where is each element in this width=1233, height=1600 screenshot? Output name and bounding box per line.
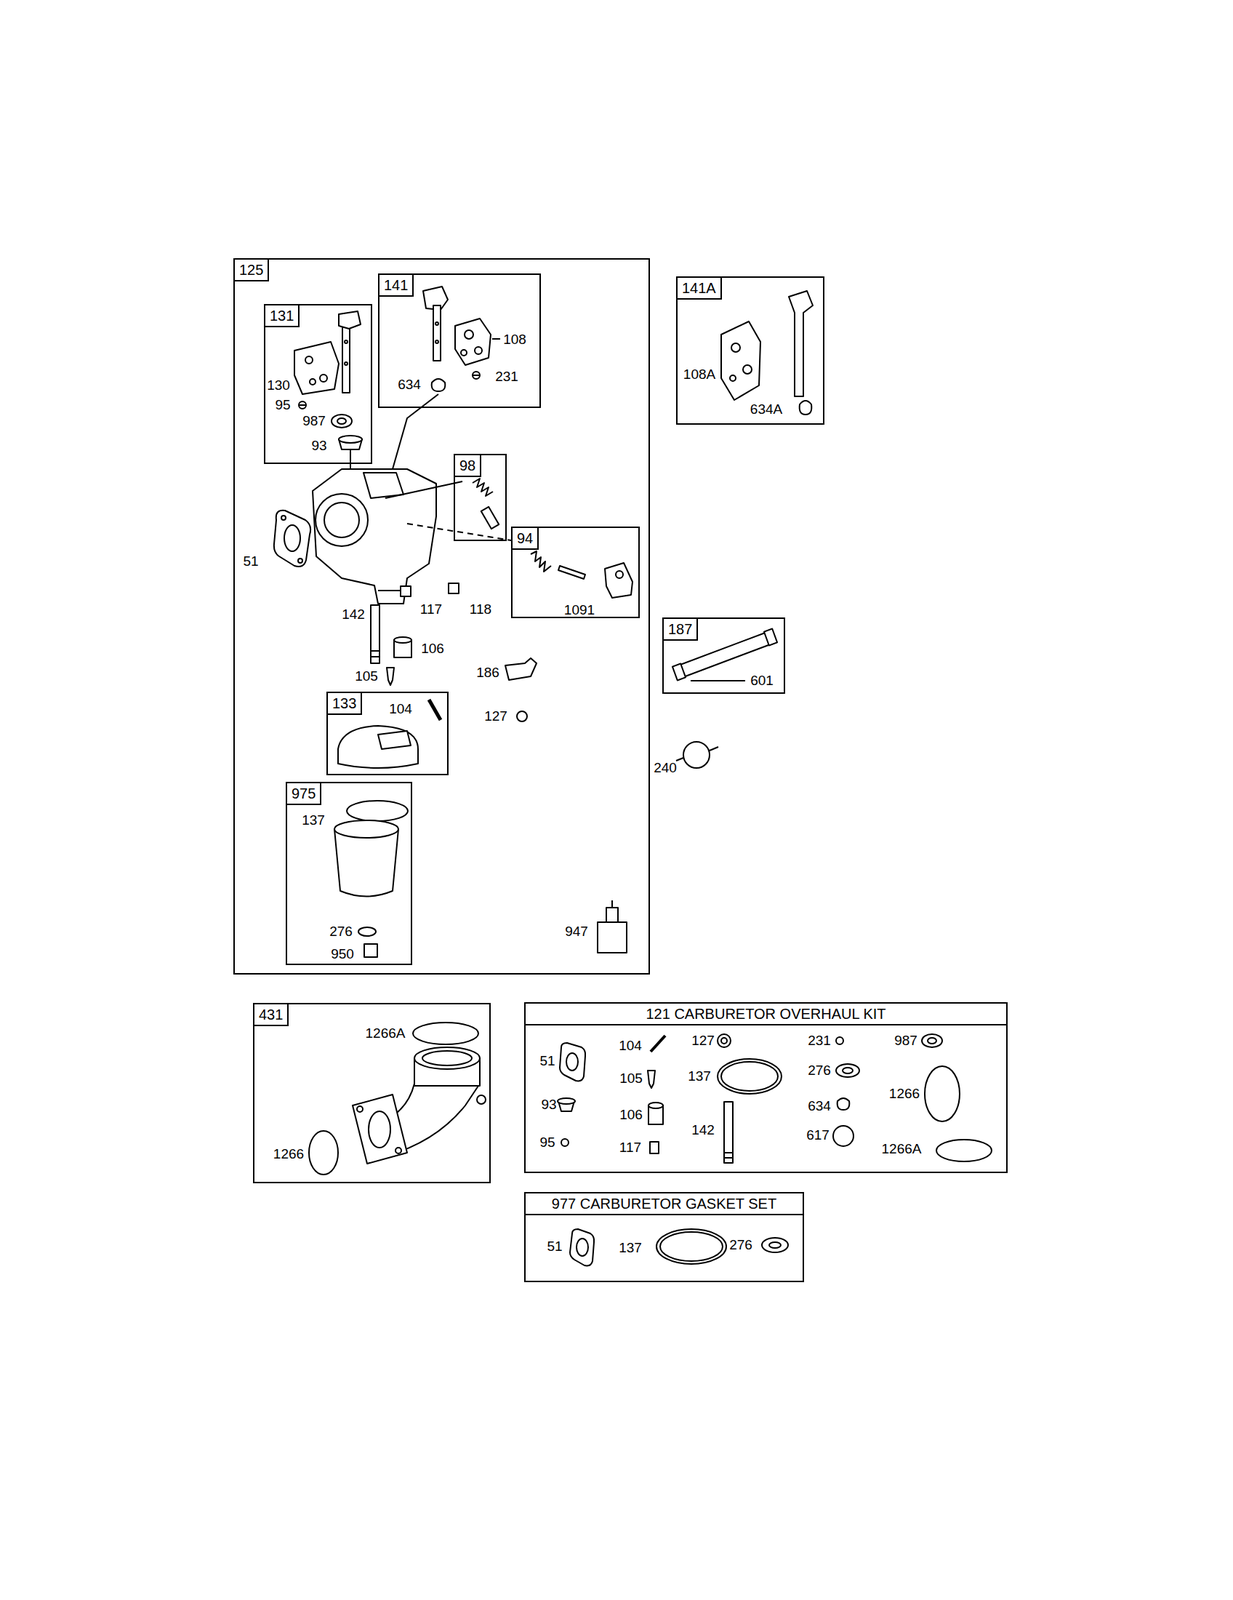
callout-number: 108A (683, 367, 716, 382)
group-heading: 431 (254, 1003, 289, 1026)
kit-box: 121 CARBURETOR OVERHAUL KIT (524, 1001, 1008, 1173)
callout-number: 950 (330, 946, 355, 962)
gasket (274, 510, 311, 567)
part-group-box: 133 (326, 691, 449, 775)
callout-number: 634 (397, 377, 421, 392)
group-heading: 131 (265, 305, 300, 328)
callout-number: 634 (807, 1098, 831, 1114)
kit-box: 977 CARBURETOR GASKET SET (524, 1191, 805, 1282)
callout-number: 276 (329, 924, 353, 939)
group-heading: 141A (677, 277, 722, 300)
group-heading: 141 (379, 274, 414, 297)
callout-number: 240 (653, 760, 677, 775)
callout-number: 1266A (365, 1025, 406, 1041)
callout-number: 117 (619, 1139, 642, 1155)
callout-number: 93 (311, 438, 327, 453)
callout-number: 104 (618, 1038, 642, 1053)
callout-number: 137 (618, 1240, 642, 1255)
callout-number: 947 (564, 924, 589, 939)
callout-number: 104 (388, 701, 413, 717)
callout-number: 634A (750, 402, 783, 417)
callout-number: 601 (750, 673, 774, 688)
group-heading: 125 (234, 259, 269, 282)
callout-number: 95 (274, 397, 291, 413)
group-heading: 975 (287, 782, 322, 805)
callout-number: 105 (619, 1070, 643, 1086)
callout-number: 106 (619, 1107, 643, 1122)
callout-number: 118 (469, 601, 492, 617)
group-heading: 977 CARBURETOR GASKET SET (525, 1193, 803, 1215)
mixture-screw (530, 551, 633, 598)
callout-number: 108 (503, 332, 527, 347)
callout-number: 51 (539, 1053, 555, 1068)
choke-lever (721, 290, 813, 415)
callout-number: 231 (807, 1033, 831, 1048)
callout-number: 231 (495, 369, 519, 384)
callout-number: 1266A (881, 1141, 922, 1156)
jets (370, 604, 537, 722)
callout-number: 95 (539, 1134, 555, 1150)
callout-number: 93 (540, 1097, 557, 1112)
group-heading: 133 (327, 692, 363, 715)
callout-number: 127 (484, 708, 508, 724)
callout-number: 127 (691, 1033, 715, 1048)
callout-number: 137 (687, 1068, 712, 1084)
throttle-shaft (294, 311, 363, 450)
callout-number: 142 (341, 607, 365, 622)
callout-number: 276 (807, 1062, 831, 1078)
carburetor-body (312, 449, 525, 604)
callout-number: 137 (301, 812, 325, 828)
callout-number: 51 (242, 553, 259, 569)
intake-elbow (308, 1022, 486, 1175)
callout-number: 105 (354, 668, 379, 684)
choke-shaft (392, 286, 501, 469)
idle-screw (472, 478, 499, 529)
callout-number: 987 (302, 413, 326, 429)
gasket-set-parts (569, 1228, 789, 1265)
callout-number: 1091 (564, 602, 595, 618)
callout-number: 51 (546, 1238, 562, 1254)
group-heading: 187 (663, 618, 698, 641)
group-heading: 94 (512, 527, 539, 550)
callout-number: 117 (420, 601, 443, 617)
callout-number: 987 (894, 1033, 918, 1048)
callout-number: 186 (476, 665, 500, 680)
callout-number: 617 (806, 1127, 830, 1143)
part-group-box: 98 (453, 453, 507, 541)
group-heading: 98 (455, 455, 482, 477)
callout-number: 130 (266, 378, 291, 393)
overhaul-kit-parts (557, 1033, 992, 1163)
callout-number: 1266 (273, 1146, 304, 1162)
solenoid (597, 900, 627, 953)
callout-number: 106 (420, 641, 445, 656)
callout-number: 142 (691, 1122, 715, 1138)
group-heading: 121 CARBURETOR OVERHAUL KIT (525, 1003, 1007, 1026)
callout-number: 276 (729, 1237, 753, 1252)
callout-number: 1266 (889, 1086, 920, 1101)
fuel-filter (676, 741, 719, 768)
